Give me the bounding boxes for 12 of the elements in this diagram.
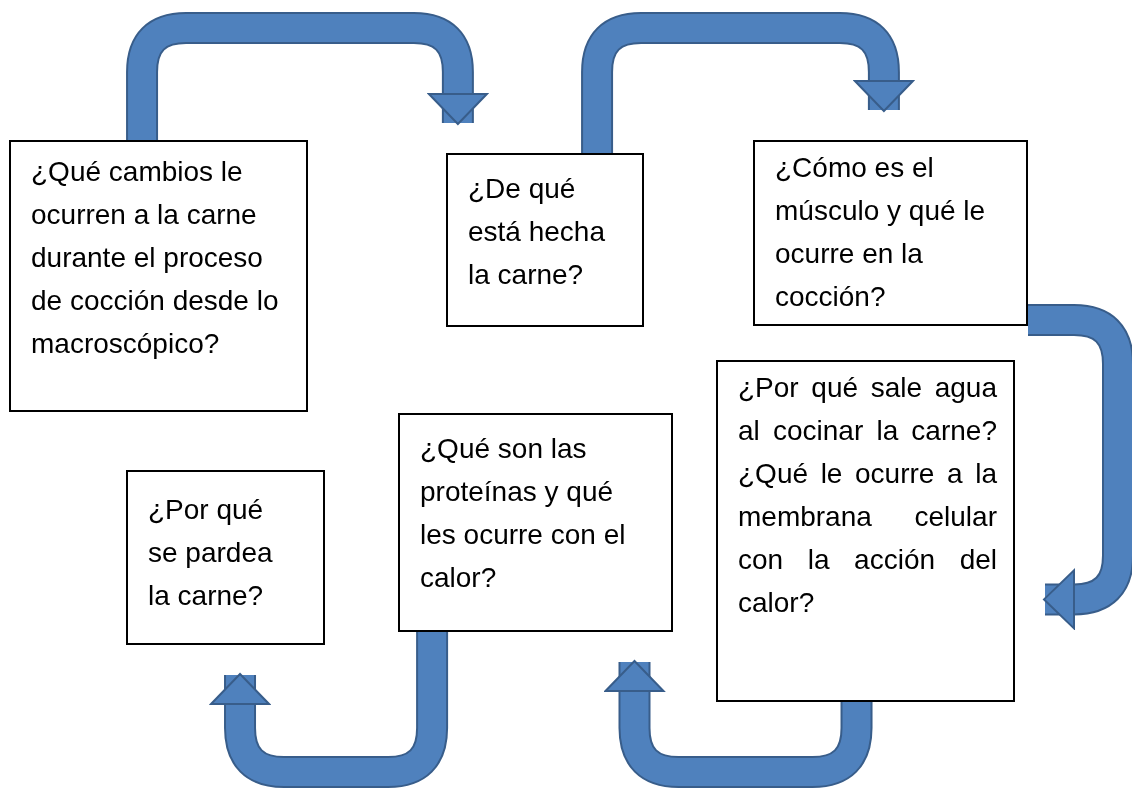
- question-text: ¿Por qué se pardea la carne?: [148, 493, 274, 613]
- question-text: ¿Cómo es el músculo y qué le ocurre en la cocción?: [775, 151, 986, 314]
- question-text: ¿De qué está hecha la carne?: [468, 172, 606, 292]
- question-box: [753, 140, 1028, 326]
- question-text: ¿Qué son las proteínas y qué les ocurre con el calor?: [420, 432, 627, 595]
- question-box: [398, 413, 673, 632]
- question-box: [716, 360, 1015, 702]
- question-text: ¿Qué cambios le ocurren a la carne durante el proceso de cocción desde lo macroscópico?: [31, 155, 280, 361]
- question-box: [126, 470, 325, 645]
- question-box: [446, 153, 644, 327]
- question-text: ¿Por qué sale agua al cocinar la carne? ¿Qué le ocurre a la membrana celular con la acción del calor?: [738, 371, 997, 620]
- question-box: [9, 140, 308, 412]
